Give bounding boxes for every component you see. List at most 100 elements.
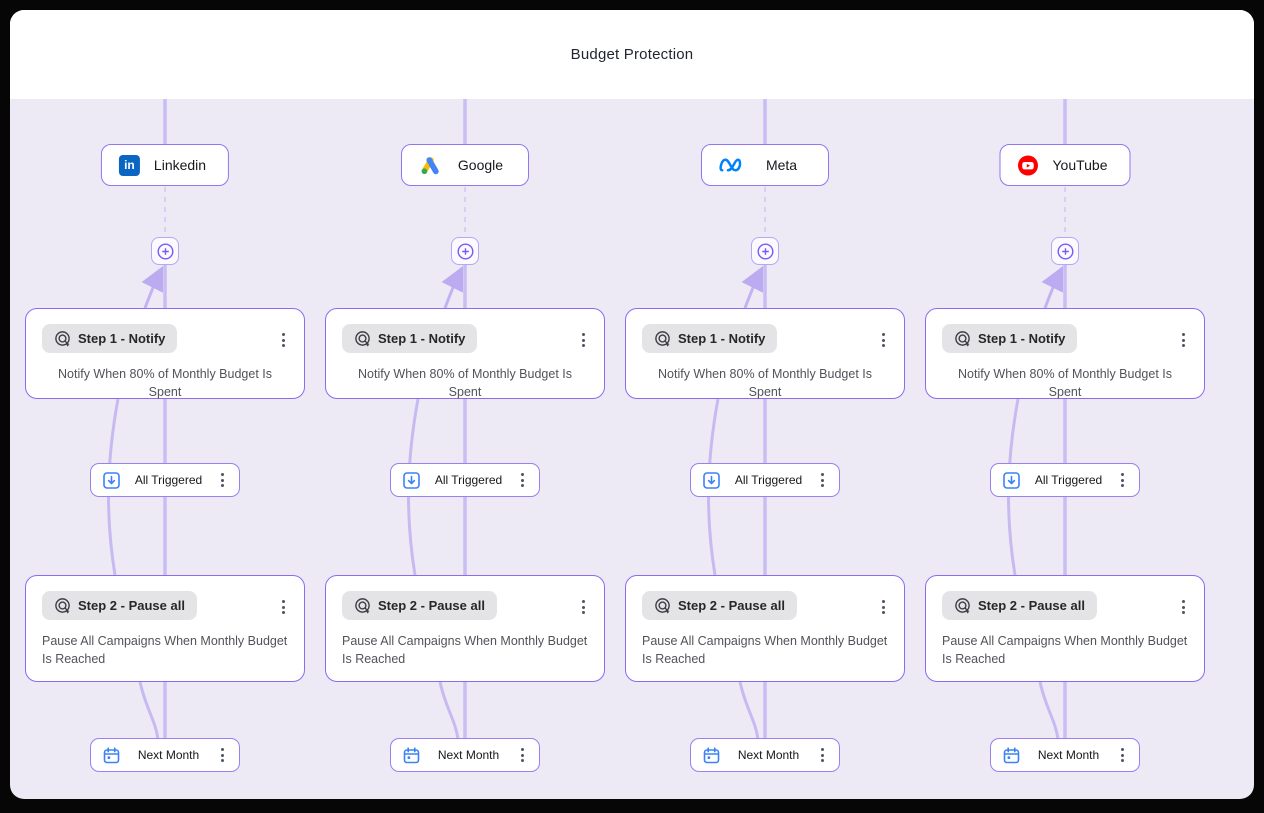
calendar-icon <box>403 746 420 763</box>
step1-card[interactable]: Step 1 - Notify Notify When 80% of Month… <box>325 308 605 399</box>
page-title: Budget Protection <box>570 46 694 63</box>
kebab-menu-icon[interactable] <box>1177 596 1190 618</box>
goal-target-icon <box>55 331 70 347</box>
step-badge-label: Step 2 - Pause all <box>378 598 485 613</box>
schedule-node[interactable]: Next Month <box>90 738 240 772</box>
step-badge-label: Step 1 - Notify <box>678 331 766 346</box>
schedule-node[interactable]: Next Month <box>990 738 1140 772</box>
goal-target-icon <box>55 598 70 614</box>
step2-description: Pause All Campaigns When Monthly Budget … <box>42 634 288 667</box>
step2-card[interactable]: Step 2 - Pause all Pause All Campaigns W… <box>25 575 305 682</box>
step-badge: Step 2 - Pause all <box>642 591 797 620</box>
goal-target-icon <box>955 331 970 347</box>
schedule-label: Next Month <box>137 748 200 762</box>
google-ads-icon <box>421 157 439 175</box>
workflow-column-youtube: YouTube Step 1 - Notify Notify When 80% … <box>915 99 1215 799</box>
download-square-icon <box>103 471 120 489</box>
schedule-label: Next Month <box>437 748 500 762</box>
kebab-menu-icon[interactable] <box>216 744 229 766</box>
step-badge-label: Step 2 - Pause all <box>78 598 185 613</box>
kebab-menu-icon[interactable] <box>277 329 290 351</box>
add-step-button[interactable] <box>151 237 179 265</box>
step1-description: Notify When 80% of Monthly Budget Is Spe… <box>958 367 1172 400</box>
condition-label: All Triggered <box>734 473 803 487</box>
schedule-node[interactable]: Next Month <box>690 738 840 772</box>
step2-card[interactable]: Step 2 - Pause all Pause All Campaigns W… <box>625 575 905 682</box>
goal-target-icon <box>655 598 670 614</box>
workflow-column-meta: Meta Step 1 - Notify Notify When 80% of … <box>615 99 915 799</box>
step-badge: Step 1 - Notify <box>342 324 478 353</box>
condition-node[interactable]: All Triggered <box>690 463 840 497</box>
step2-card[interactable]: Step 2 - Pause all Pause All Campaigns W… <box>325 575 605 682</box>
step2-card[interactable]: Step 2 - Pause all Pause All Campaigns W… <box>925 575 1205 682</box>
add-step-button[interactable] <box>1051 237 1079 265</box>
step2-description: Pause All Campaigns When Monthly Budget … <box>642 634 888 667</box>
platform-node-google[interactable]: Google <box>401 144 529 186</box>
download-square-icon <box>703 471 720 489</box>
condition-node[interactable]: All Triggered <box>90 463 240 497</box>
condition-label: All Triggered <box>1034 473 1103 487</box>
platform-label: Linkedin <box>153 157 207 173</box>
workflow-canvas[interactable]: in Linkedin Step 1 - Notify Notify When … <box>10 99 1254 799</box>
kebab-menu-icon[interactable] <box>816 469 829 491</box>
step2-description: Pause All Campaigns When Monthly Budget … <box>942 634 1188 667</box>
step-badge-label: Step 2 - Pause all <box>978 598 1085 613</box>
download-square-icon <box>403 471 420 489</box>
circle-plus-icon <box>456 242 474 260</box>
kebab-menu-icon[interactable] <box>1177 329 1190 351</box>
kebab-menu-icon[interactable] <box>216 469 229 491</box>
kebab-menu-icon[interactable] <box>877 596 890 618</box>
kebab-menu-icon[interactable] <box>516 744 529 766</box>
step-badge-label: Step 1 - Notify <box>78 331 166 346</box>
condition-label: All Triggered <box>134 473 203 487</box>
add-step-button[interactable] <box>451 237 479 265</box>
schedule-node[interactable]: Next Month <box>390 738 540 772</box>
connector-lines <box>407 99 467 755</box>
meta-icon <box>719 158 742 172</box>
platform-label: Meta <box>765 157 798 173</box>
kebab-menu-icon[interactable] <box>516 469 529 491</box>
header-bar: Budget Protection <box>10 10 1254 99</box>
step1-card[interactable]: Step 1 - Notify Notify When 80% of Month… <box>25 308 305 399</box>
step1-card[interactable]: Step 1 - Notify Notify When 80% of Month… <box>625 308 905 399</box>
kebab-menu-icon[interactable] <box>1116 469 1129 491</box>
calendar-icon <box>1003 746 1020 763</box>
workflow-column-linkedin: in Linkedin Step 1 - Notify Notify When … <box>15 99 315 799</box>
platform-node-linkedin[interactable]: in Linkedin <box>100 144 230 186</box>
kebab-menu-icon[interactable] <box>877 329 890 351</box>
kebab-menu-icon[interactable] <box>1116 744 1129 766</box>
condition-label: All Triggered <box>434 473 503 487</box>
platform-node-youtube[interactable]: YouTube <box>999 144 1131 186</box>
calendar-icon <box>703 746 720 763</box>
step-badge: Step 1 - Notify <box>942 324 1078 353</box>
step-badge-label: Step 1 - Notify <box>978 331 1066 346</box>
step-badge: Step 2 - Pause all <box>42 591 197 620</box>
add-step-button[interactable] <box>751 237 779 265</box>
app-window: Budget Protection in Linkedin <box>10 10 1254 799</box>
goal-target-icon <box>955 598 970 614</box>
condition-node[interactable]: All Triggered <box>390 463 540 497</box>
connector-lines <box>107 99 167 755</box>
schedule-label: Next Month <box>737 748 800 762</box>
circle-plus-icon <box>156 242 174 260</box>
platform-label: YouTube <box>1052 157 1108 173</box>
kebab-menu-icon[interactable] <box>577 596 590 618</box>
step-badge: Step 1 - Notify <box>642 324 778 353</box>
schedule-label: Next Month <box>1037 748 1100 762</box>
kebab-menu-icon[interactable] <box>277 596 290 618</box>
step1-description: Notify When 80% of Monthly Budget Is Spe… <box>58 367 272 400</box>
step1-description: Notify When 80% of Monthly Budget Is Spe… <box>358 367 572 400</box>
goal-target-icon <box>355 331 370 347</box>
kebab-menu-icon[interactable] <box>816 744 829 766</box>
connector-lines <box>707 99 767 755</box>
platform-label: Google <box>457 157 504 173</box>
download-square-icon <box>1003 471 1020 489</box>
condition-node[interactable]: All Triggered <box>990 463 1140 497</box>
step-badge: Step 2 - Pause all <box>942 591 1097 620</box>
circle-plus-icon <box>756 242 774 260</box>
kebab-menu-icon[interactable] <box>577 329 590 351</box>
step1-description: Notify When 80% of Monthly Budget Is Spe… <box>658 367 872 400</box>
goal-target-icon <box>355 598 370 614</box>
platform-node-meta[interactable]: Meta <box>701 144 829 186</box>
step1-card[interactable]: Step 1 - Notify Notify When 80% of Month… <box>925 308 1205 399</box>
